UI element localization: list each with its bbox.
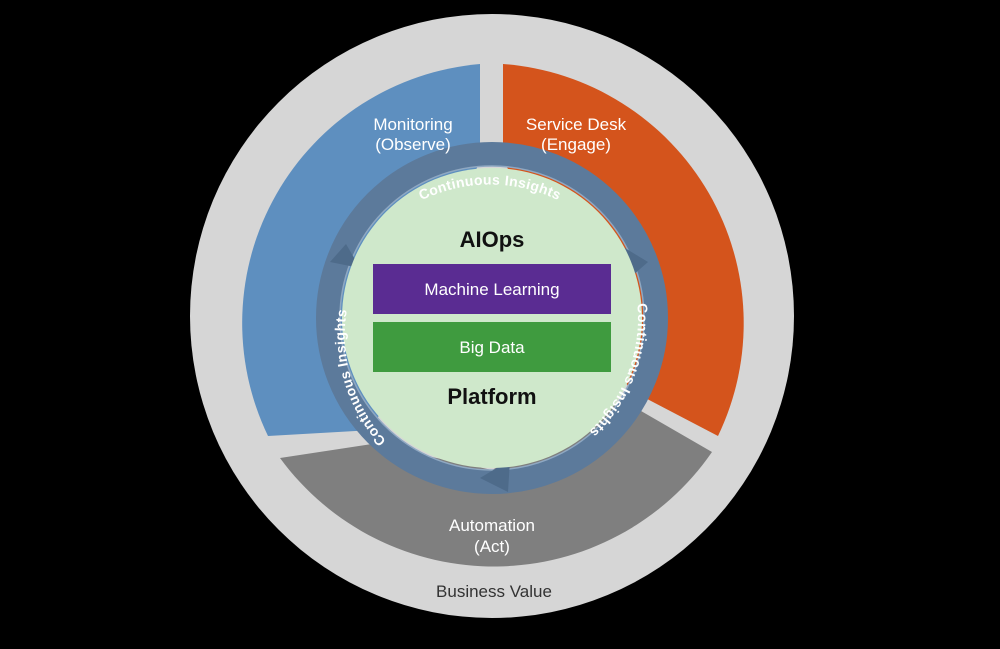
ring-inner-edge bbox=[339, 165, 645, 471]
machine-learning-box bbox=[373, 264, 611, 314]
platform-title: Platform bbox=[447, 384, 536, 409]
arrow-head-left-icon bbox=[330, 244, 360, 268]
automation-label: Automation bbox=[449, 516, 535, 535]
machine-learning-label: Machine Learning bbox=[424, 280, 559, 299]
aiops-title: AIOps bbox=[460, 227, 525, 252]
service-desk-sublabel: (Engage) bbox=[541, 135, 611, 154]
aiops-center-disc bbox=[342, 168, 642, 468]
automation-sublabel: (Act) bbox=[474, 537, 510, 556]
business-value-label: Business Value bbox=[436, 582, 552, 601]
arrow-head-bottom-icon bbox=[480, 460, 510, 492]
service-desk-label: Service Desk bbox=[526, 115, 627, 134]
monitoring-sublabel: (Observe) bbox=[375, 135, 451, 154]
big-data-box bbox=[373, 322, 611, 372]
big-data-label: Big Data bbox=[459, 338, 525, 357]
monitoring-label: Monitoring bbox=[373, 115, 452, 134]
